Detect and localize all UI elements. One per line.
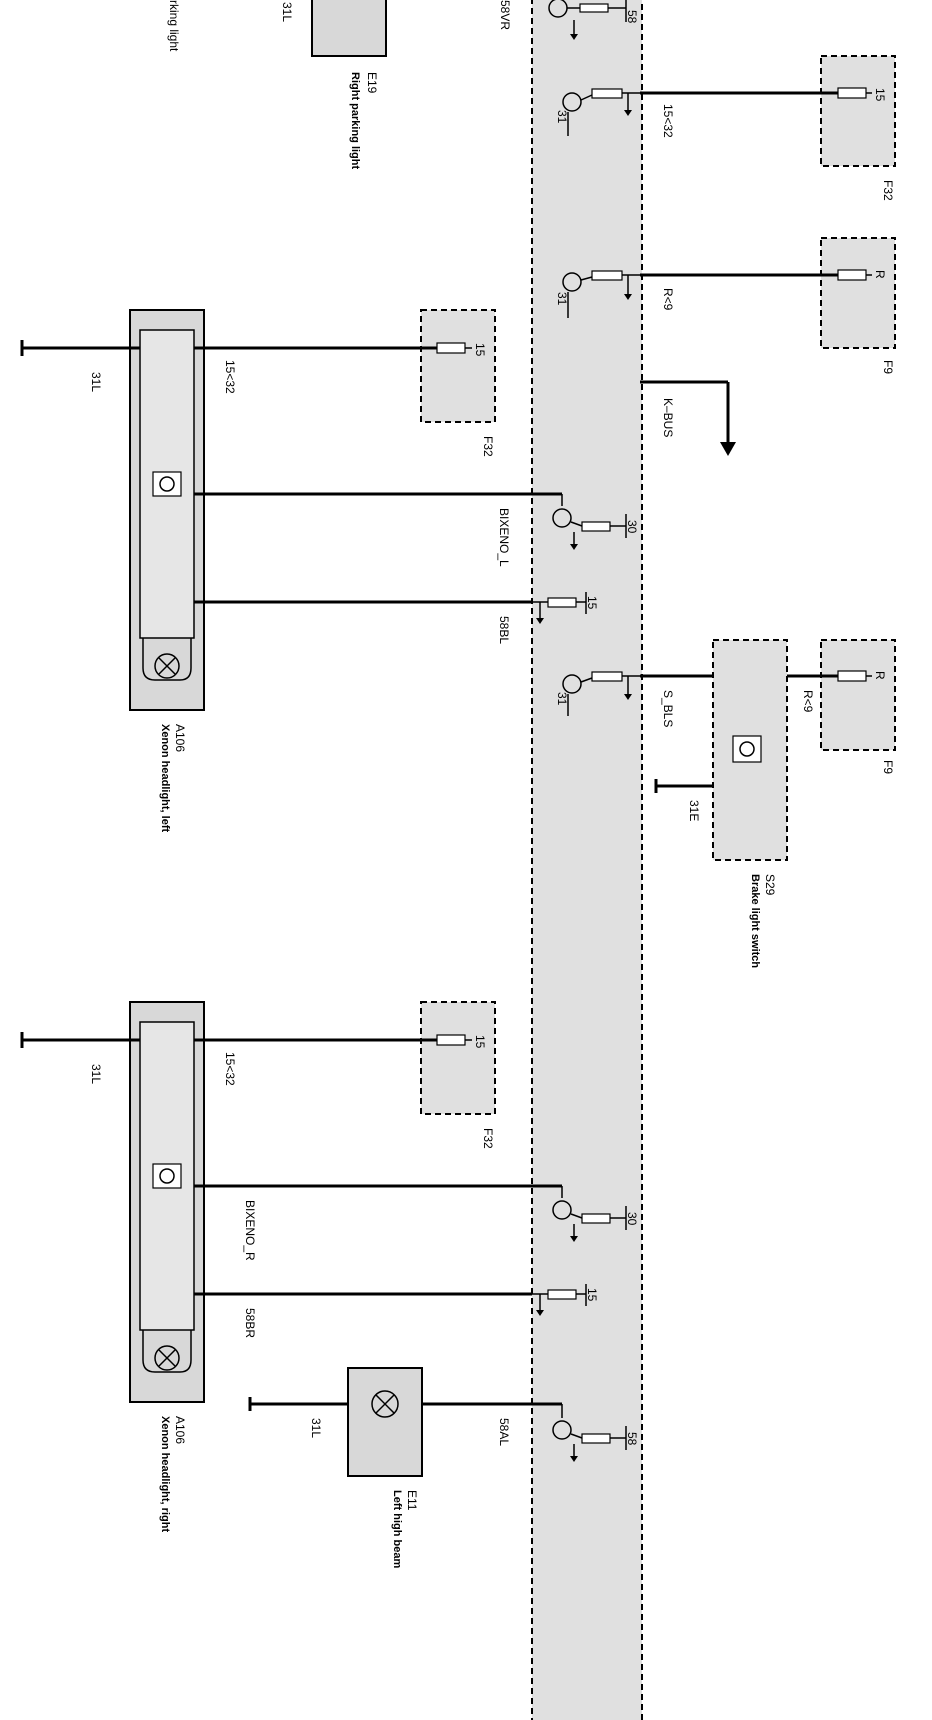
label-15-b: 15 bbox=[585, 1288, 599, 1302]
f32-left-fuse bbox=[436, 342, 466, 354]
f32-left-id: F32 bbox=[481, 436, 495, 457]
pin-s-bls-label: S_BLS bbox=[661, 690, 675, 727]
a106-right-module-icon bbox=[152, 1163, 182, 1189]
k-bus-label: K–BUS bbox=[661, 398, 675, 437]
58al-output: 58 bbox=[552, 1404, 639, 1462]
e11-ground-label: 31L bbox=[309, 1418, 323, 1438]
label-58-top: 58 bbox=[625, 10, 639, 24]
bixeno-l-output: BIXENO_L 30 bbox=[497, 494, 639, 567]
s29-group: R<9 31E S29 Brake light switch S_BLS bbox=[640, 639, 838, 968]
transistor-58al bbox=[552, 1420, 572, 1440]
s29-ground-label: 31E bbox=[687, 800, 701, 821]
k-bus-arrow bbox=[720, 442, 736, 456]
f9-top-group: R F9 R<9 31 bbox=[555, 237, 896, 374]
pin-58al-label: 58AL bbox=[497, 1418, 511, 1446]
f9-top-fuse bbox=[837, 269, 867, 281]
label-31-a: 31 bbox=[555, 110, 569, 124]
f9-top-box bbox=[820, 237, 896, 349]
s29-r9-label: R<9 bbox=[801, 690, 815, 713]
label-31-b: 31 bbox=[555, 292, 569, 306]
pin-r9-label: R<9 bbox=[661, 288, 675, 311]
a106-left-id: A106 bbox=[173, 724, 187, 752]
pin-bixeno-r-label: BIXENO_R bbox=[243, 1200, 257, 1261]
f9-top-pin: R bbox=[873, 270, 887, 279]
a106-right-lamp-icon bbox=[154, 1345, 180, 1371]
a106-left-15-32: 15<32 bbox=[223, 360, 237, 394]
f9-mid-id: F9 bbox=[881, 760, 895, 774]
e11-name: Left high beam bbox=[391, 1490, 403, 1568]
e19-id: E19 bbox=[365, 72, 379, 94]
f32-left-group: 15 F32 bbox=[420, 309, 496, 457]
label-30-a: 30 bbox=[625, 520, 639, 534]
f32-left-box bbox=[420, 309, 496, 423]
f32-left-pin: 15 bbox=[473, 343, 487, 357]
a106-left-ground-label: 31L bbox=[89, 372, 103, 392]
pin-58bl-label: 58BL bbox=[497, 616, 511, 644]
e19-box bbox=[311, 0, 387, 57]
top-partial-label: rking light bbox=[167, 0, 181, 52]
f32-right-group: 15 F32 bbox=[420, 1001, 496, 1149]
e11-id: E11 bbox=[405, 1490, 419, 1511]
pin-58vr-label: 58VR bbox=[498, 0, 512, 30]
f32-top-group: 15 F32 15<32 31 bbox=[555, 55, 896, 201]
f32-right-id: F32 bbox=[481, 1128, 495, 1149]
a106-right-module-symbol bbox=[159, 1168, 175, 1184]
f9-mid-box bbox=[820, 639, 896, 751]
pin-58br-label: 58BR bbox=[243, 1308, 257, 1338]
pin-15-32-top-label: 15<32 bbox=[661, 104, 675, 138]
f9-mid-fuse bbox=[837, 670, 867, 682]
label-30-b: 30 bbox=[625, 1212, 639, 1226]
pin-bixeno-l-label: BIXENO_L bbox=[497, 508, 511, 567]
a106-left-name: Xenon headlight, left bbox=[159, 724, 171, 833]
f9-mid-pin: R bbox=[873, 671, 887, 680]
f32-right-pin: 15 bbox=[473, 1035, 487, 1049]
f32-top-box bbox=[820, 55, 896, 167]
a106-left-lamp-icon bbox=[154, 653, 180, 679]
e11-lamp-icon bbox=[371, 1390, 399, 1418]
s29-switch-icon bbox=[732, 735, 762, 763]
label-31-c: 31 bbox=[555, 692, 569, 706]
bixeno-r-output: BIXENO_R 30 bbox=[243, 1186, 639, 1261]
transistor-s-bls bbox=[562, 674, 582, 694]
f32-top-id: F32 bbox=[881, 180, 895, 201]
f9-top-id: F9 bbox=[881, 360, 895, 374]
a106-right-name: Xenon headlight, right bbox=[159, 1416, 171, 1532]
f32-top-fuse bbox=[837, 87, 867, 99]
k-bus-group: K–BUS bbox=[640, 380, 736, 456]
transistor-r9 bbox=[562, 272, 582, 292]
e11-group: 31L E11 Left high beam 58AL bbox=[248, 1367, 562, 1568]
a106-right-ground-label: 31L bbox=[89, 1064, 103, 1084]
a106-left-group: A106 Xenon headlight, left 31L 15<32 bbox=[20, 309, 562, 833]
label-15-a: 15 bbox=[585, 596, 599, 610]
f32-right-box bbox=[420, 1001, 496, 1115]
a106-right-group: A106 Xenon headlight, right 31L 15<32 bbox=[20, 1001, 562, 1532]
control-module-box bbox=[531, 0, 643, 1720]
f32-top-pin: 15 bbox=[873, 88, 887, 102]
s29-id: S29 bbox=[763, 874, 777, 896]
label-58-bottom: 58 bbox=[625, 1432, 639, 1446]
a106-right-id: A106 bbox=[173, 1416, 187, 1444]
a106-left-module-icon bbox=[152, 471, 182, 497]
f9-mid-group: R F9 bbox=[820, 639, 896, 774]
transistor-15-32 bbox=[562, 92, 582, 112]
58br-output: 58BR 15 bbox=[243, 1284, 599, 1338]
a106-left-module-symbol bbox=[159, 476, 175, 492]
a106-right-15-32: 15<32 bbox=[223, 1052, 237, 1086]
s29-name: Brake light switch bbox=[749, 874, 761, 968]
top-partial-area: rking light 31L E19 Right parking light … bbox=[167, 0, 639, 169]
e11-box bbox=[347, 1367, 423, 1477]
transistor-bixeno-l bbox=[552, 508, 572, 528]
58bl-output: 58BL 15 bbox=[497, 592, 599, 644]
s-bls-input: 31 bbox=[555, 671, 640, 716]
transistor-bixeno-r bbox=[552, 1200, 572, 1220]
top-31l-label: 31L bbox=[280, 2, 294, 22]
f32-right-fuse bbox=[436, 1034, 466, 1046]
e19-name: Right parking light bbox=[349, 72, 361, 169]
